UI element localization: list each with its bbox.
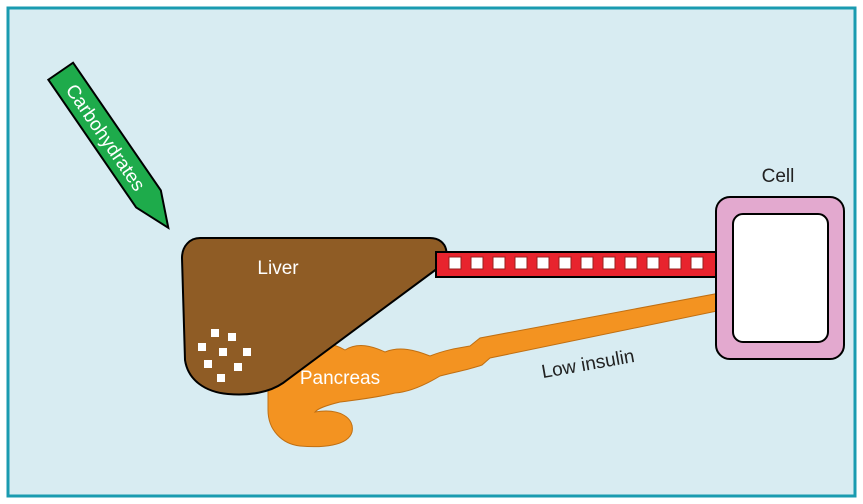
liver-label: Liver xyxy=(257,258,299,279)
cell xyxy=(716,197,844,359)
pancreas-label: Pancreas xyxy=(300,368,380,389)
blood-vessel xyxy=(436,252,720,277)
cell-label: Cell xyxy=(762,166,795,187)
